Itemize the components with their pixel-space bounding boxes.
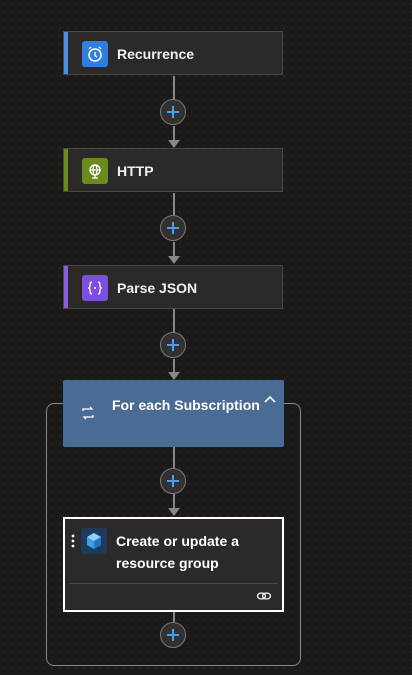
card-accent-stripe: [64, 266, 68, 308]
add-step-button[interactable]: [160, 332, 186, 358]
parse-json-action-card[interactable]: Parse JSON: [63, 265, 283, 309]
connector-arrow: [168, 372, 180, 380]
connector-line: [173, 612, 175, 622]
alarm-clock-icon: [82, 41, 108, 67]
connector-arrow: [168, 508, 180, 516]
http-action-card[interactable]: HTTP: [63, 148, 283, 192]
recurrence-action-card[interactable]: Recurrence: [63, 31, 283, 75]
connector-line: [173, 359, 175, 373]
add-step-button[interactable]: [160, 468, 186, 494]
recurrence-label: Recurrence: [117, 46, 195, 62]
plus-icon: [167, 475, 179, 487]
card-accent-stripe: [64, 32, 68, 74]
connector-line: [173, 447, 175, 469]
plus-icon: [167, 222, 179, 234]
card-footer: [69, 583, 278, 610]
card-accent-stripe: [64, 149, 68, 191]
connector-arrow: [168, 140, 180, 148]
connector-line: [173, 126, 175, 140]
connector-line: [173, 309, 175, 333]
add-step-button[interactable]: [160, 215, 186, 241]
create-resource-group-label: Create or update a resource group: [116, 533, 239, 571]
json-braces-icon: [82, 275, 108, 301]
plus-icon: [167, 629, 179, 641]
vertical-ellipsis-icon[interactable]: [70, 533, 76, 549]
loop-icon: [82, 406, 94, 420]
connector-line: [173, 494, 175, 508]
link-icon[interactable]: [256, 589, 272, 603]
globe-icon: [82, 158, 108, 184]
connector-arrow: [168, 256, 180, 264]
chevron-up-icon[interactable]: [263, 393, 277, 407]
connector-line: [173, 193, 175, 216]
connector-line: [173, 76, 175, 100]
add-step-button[interactable]: [160, 622, 186, 648]
plus-icon: [167, 106, 179, 118]
for-each-label: For each Subscription: [112, 397, 260, 413]
http-label: HTTP: [117, 163, 154, 179]
plus-icon: [167, 339, 179, 351]
connector-line: [173, 242, 175, 256]
for-each-action-card[interactable]: For each Subscription: [63, 380, 284, 447]
parse-json-label: Parse JSON: [117, 280, 198, 296]
create-resource-group-action-card[interactable]: Create or update a resource group: [63, 517, 284, 612]
resource-group-cube-icon: [81, 528, 107, 554]
add-step-button[interactable]: [160, 99, 186, 125]
